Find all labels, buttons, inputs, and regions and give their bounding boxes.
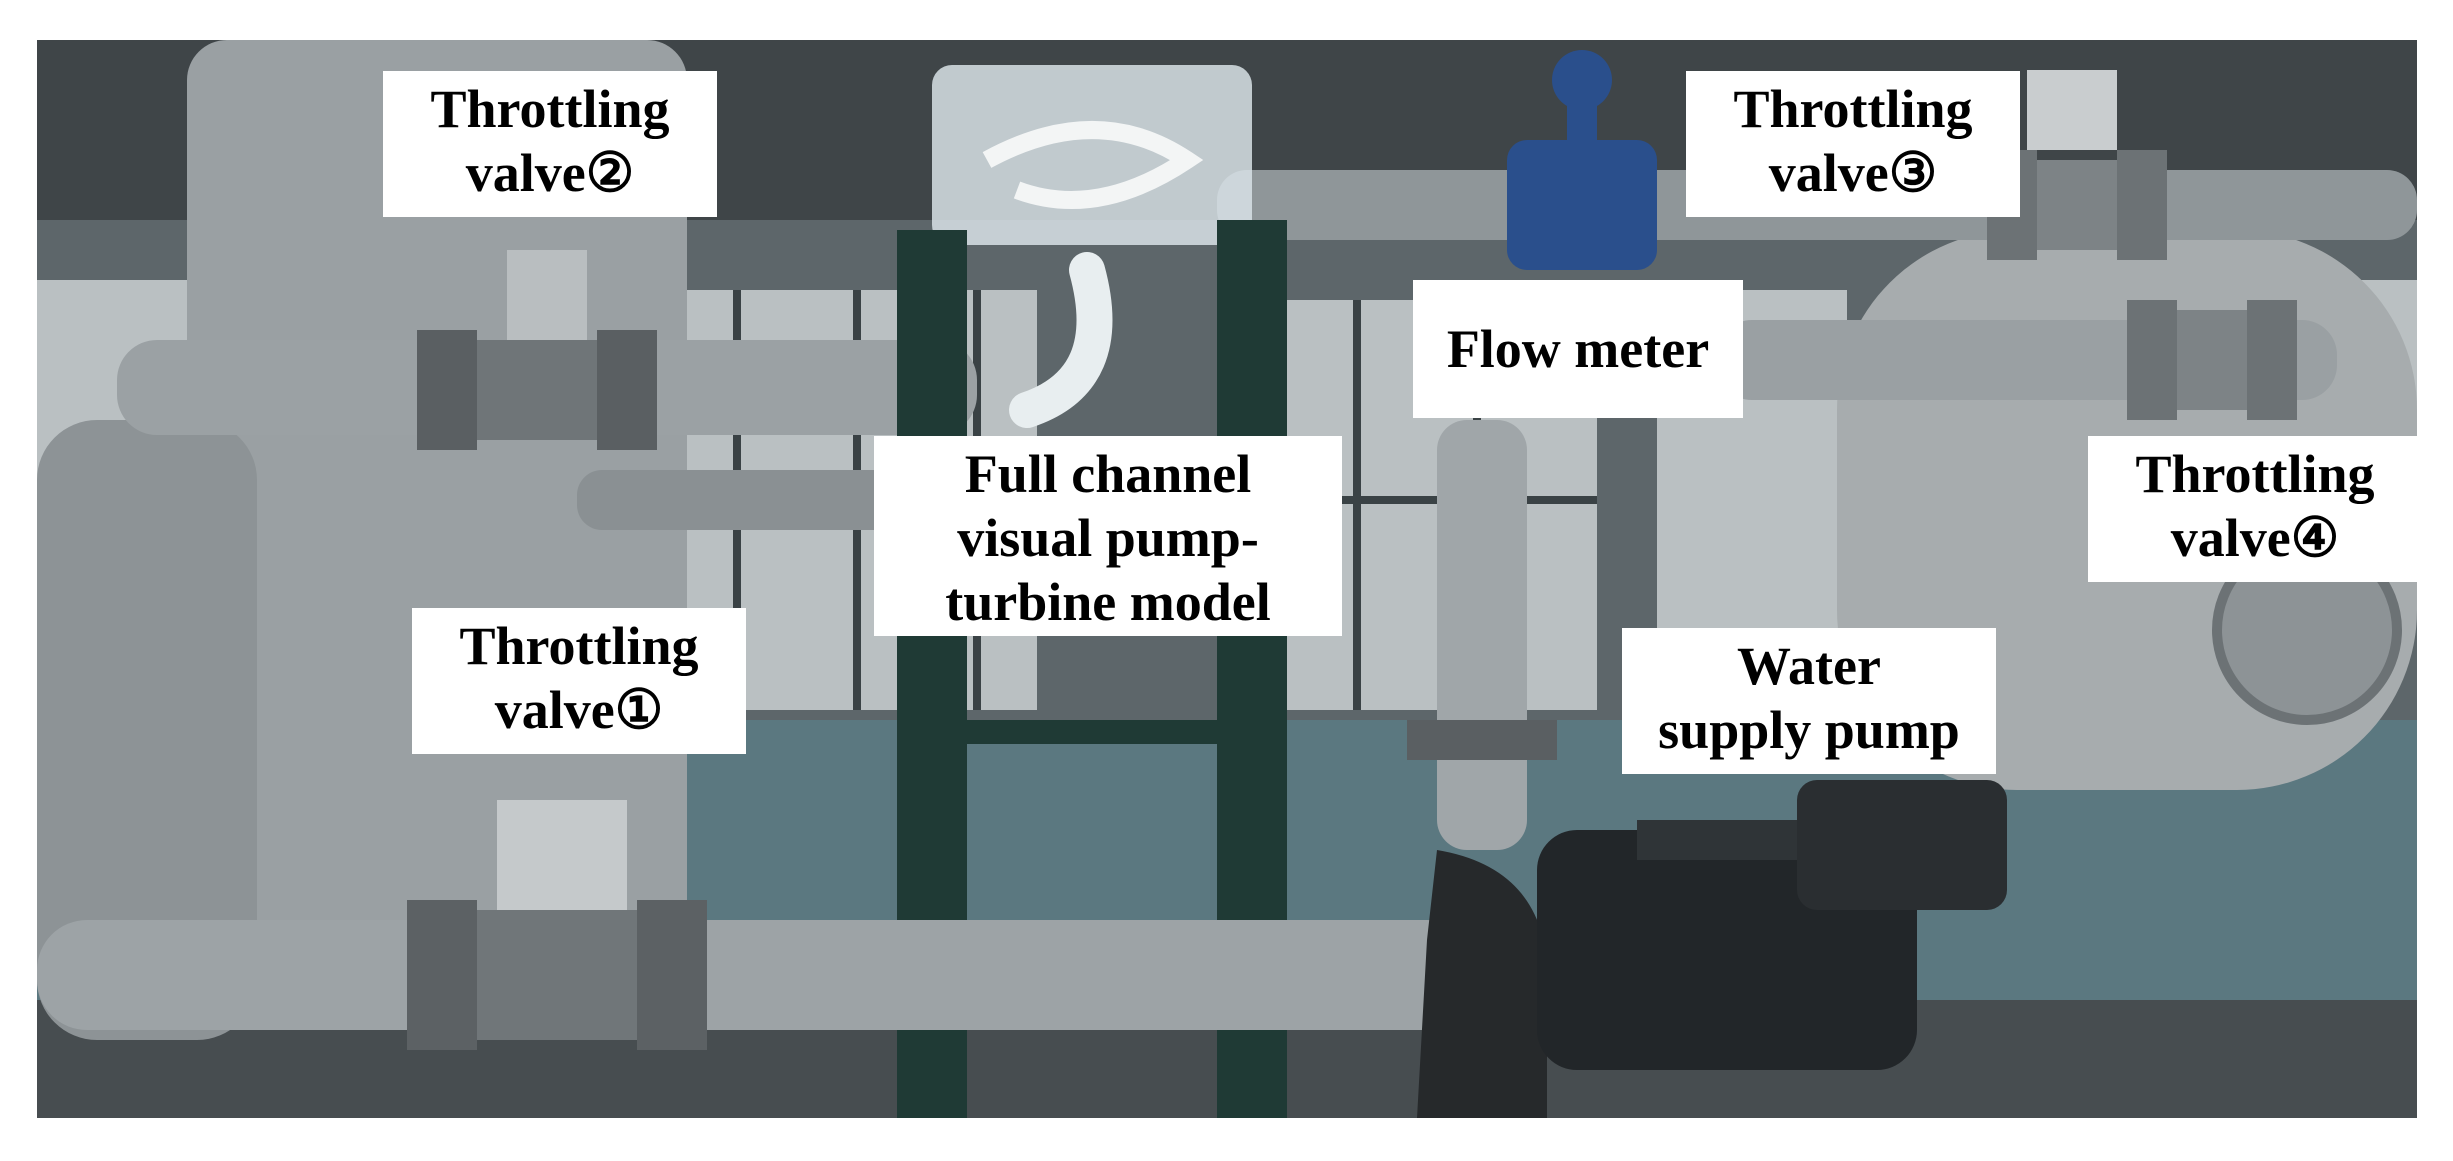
label-model-line-3: turbine model [945, 572, 1271, 632]
valve-3-body [1987, 70, 2167, 260]
label-throttling-valve-1: Throttling valve① [412, 608, 746, 754]
transparent-model [932, 65, 1252, 428]
label-throttling-valve-3: Throttling valve③ [1686, 71, 2020, 217]
valve-1-body [407, 800, 707, 1050]
label-model-line-2: visual pump- [957, 508, 1259, 568]
flow-meter-body [1507, 50, 1657, 270]
label-model-line-1: Full channel [964, 444, 1252, 504]
label-valve-1-line-2: valve① [494, 680, 664, 740]
vertical-riser-pipe [1437, 420, 1527, 850]
riser-flange [1407, 720, 1557, 760]
label-valve-3-line-2: valve③ [1768, 143, 1938, 203]
valve-2-body [417, 250, 657, 450]
label-flow-meter-text: Flow meter [1446, 319, 1710, 379]
label-pump-line-2: supply pump [1658, 700, 1960, 760]
label-valve-2-line-2: valve② [465, 143, 635, 203]
label-water-supply-pump: Water supply pump [1622, 628, 1996, 774]
label-valve-4-line-2: valve④ [2170, 508, 2340, 568]
label-throttling-valve-2: Throttling valve② [383, 71, 717, 217]
valve-4-body [2127, 300, 2297, 420]
label-pump-line-1: Water [1737, 636, 1881, 696]
bottom-main-pipe [37, 920, 1477, 1030]
label-valve-3-line-1: Throttling [1733, 79, 1973, 139]
left-elbow-pipe [37, 420, 257, 1040]
label-flow-meter: Flow meter [1413, 280, 1743, 418]
pump-assembly [1417, 780, 2007, 1118]
secondary-pipe [577, 470, 907, 530]
label-pump-turbine-model: Full channel visual pump- turbine model [874, 436, 1342, 636]
label-valve-1-line-1: Throttling [459, 616, 699, 676]
label-valve-4-line-1: Throttling [2135, 444, 2375, 504]
label-throttling-valve-4: Throttling valve④ [2088, 436, 2422, 582]
label-valve-2-line-1: Throttling [430, 79, 670, 139]
